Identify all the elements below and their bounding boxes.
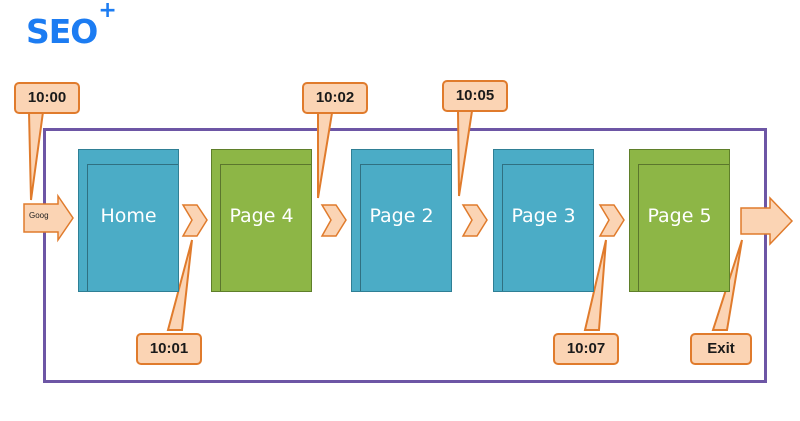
page-5: Page 5 (629, 149, 730, 292)
pointer-1001 (166, 239, 193, 331)
chevron-arrow-4 (598, 204, 625, 237)
timestamp-1000: 10:00 (14, 82, 80, 114)
page-label: Page 4 (229, 205, 294, 227)
seo-logo: SEO+ (26, 0, 117, 51)
pointer-1000 (27, 111, 45, 201)
page-label: Home (100, 205, 157, 227)
source-label: Goog (29, 211, 49, 220)
page-3: Page 3 (493, 149, 594, 292)
chevron-arrow-2 (320, 204, 347, 237)
page-fold (502, 164, 593, 291)
exit-callout: Exit (690, 333, 752, 365)
page-fold (87, 164, 178, 291)
timestamp-1001: 10:01 (136, 333, 202, 365)
logo-plus: + (98, 0, 116, 23)
page-label: Page 2 (369, 205, 434, 227)
exit-arrow (740, 196, 794, 246)
timestamp-1005: 10:05 (442, 80, 508, 112)
page-fold (638, 164, 729, 291)
page-4: Page 4 (211, 149, 312, 292)
pointer-1007 (583, 239, 607, 331)
timestamp-1002: 10:02 (302, 82, 368, 114)
page-home: Home (78, 149, 179, 292)
page-fold (220, 164, 311, 291)
page-fold (360, 164, 451, 291)
page-label: Page 5 (647, 205, 712, 227)
chevron-arrow-1 (181, 204, 208, 237)
page-2: Page 2 (351, 149, 452, 292)
page-label: Page 3 (511, 205, 576, 227)
timestamp-1007: 10:07 (553, 333, 619, 365)
entry-arrow (23, 193, 74, 243)
logo-text: SEO (26, 12, 98, 51)
pointer-1005 (456, 110, 474, 197)
chevron-arrow-3 (461, 204, 488, 237)
pointer-1002 (317, 112, 334, 199)
session-frame (43, 128, 767, 383)
